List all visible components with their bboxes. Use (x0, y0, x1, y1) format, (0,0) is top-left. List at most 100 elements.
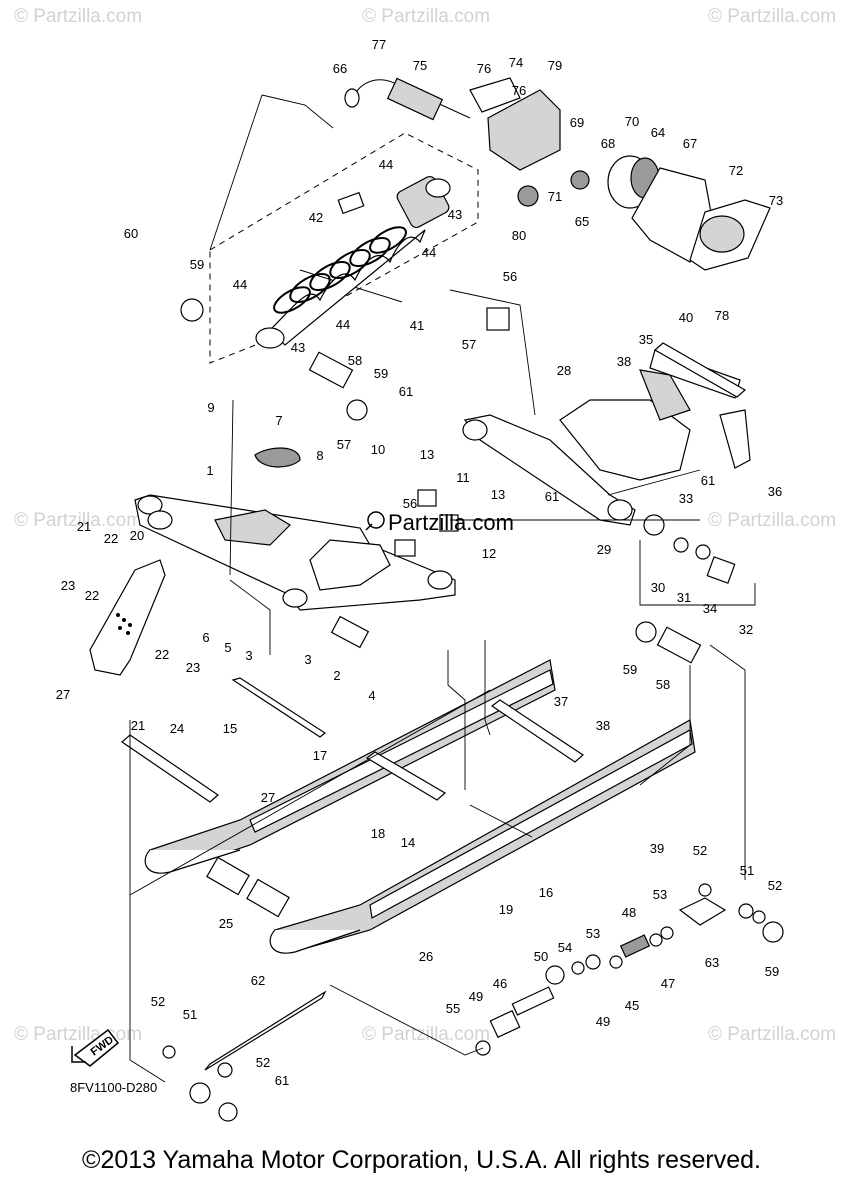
callout-label: 67 (683, 136, 697, 151)
copyright-text: ©2013 Yamaha Motor Corporation, U.S.A. A… (82, 1146, 761, 1174)
callout-label: 16 (539, 885, 553, 900)
callout-label: 31 (677, 590, 691, 605)
shafts (121, 298, 784, 1122)
callout-label: 61 (701, 473, 715, 488)
callout-label: 27 (56, 687, 70, 702)
watermark: © Partzilla.com (708, 1024, 836, 1045)
callout-label: 71 (548, 189, 562, 204)
callout-labels: 1 2 3 3 4 5 6 7 8 9 10 11 12 13 13 14 15… (56, 37, 783, 1088)
callout-label: 13 (491, 487, 505, 502)
callout-label: 34 (703, 601, 717, 616)
watermark: © Partzilla.com (362, 6, 490, 27)
callout-label: 22 (85, 588, 99, 603)
link-plate (89, 559, 166, 676)
callout-label: 51 (740, 863, 754, 878)
callout-label: 26 (419, 949, 433, 964)
callout-label: 24 (170, 721, 184, 736)
callout-label: 21 (131, 718, 145, 733)
callout-label: 22 (155, 647, 169, 662)
callout-label: 18 (371, 826, 385, 841)
shock-absorber (209, 77, 771, 364)
callout-label: 48 (622, 905, 636, 920)
callout-label: 23 (61, 578, 75, 593)
callout-label: 27 (261, 790, 275, 805)
callout-label: 4 (368, 688, 375, 703)
callout-label: 40 (679, 310, 693, 325)
callout-label: 39 (650, 841, 664, 856)
callout-label: 35 (639, 332, 653, 347)
watermark: © Partzilla.com (708, 510, 836, 531)
callout-label: 19 (499, 902, 513, 917)
callout-label: 29 (597, 542, 611, 557)
watermark: © Partzilla.com (708, 6, 836, 27)
callout-label: 59 (623, 662, 637, 677)
callout-label: 13 (420, 447, 434, 462)
callout-label: 11 (456, 470, 470, 485)
callout-label: 52 (768, 878, 782, 893)
callout-label: 58 (656, 677, 670, 692)
callout-label: 15 (223, 721, 237, 736)
callout-label: 28 (557, 363, 571, 378)
callout-label: 45 (625, 998, 639, 1013)
callout-label: 63 (705, 955, 719, 970)
callout-label: 38 (617, 354, 631, 369)
callout-label: 61 (275, 1073, 289, 1088)
leader-lines (129, 94, 756, 1083)
callout-label: 33 (679, 491, 693, 506)
callout-label: 76 (512, 83, 526, 98)
site-label: Partzilla.com (365, 510, 514, 535)
callout-label: 44 (336, 317, 350, 332)
callout-label: 7 (275, 413, 282, 428)
callout-label: 59 (190, 257, 204, 272)
callout-label: 62 (251, 973, 265, 988)
callout-label: 55 (446, 1001, 460, 1016)
callout-label: 44 (422, 245, 436, 260)
callout-label: 59 (765, 964, 779, 979)
callout-label: 25 (219, 916, 233, 931)
callout-label: 43 (448, 207, 462, 222)
callout-label: 1 (206, 463, 213, 478)
callout-label: 50 (534, 949, 548, 964)
callout-label: 36 (768, 484, 782, 499)
callout-label: 75 (413, 58, 427, 73)
callout-label: 2 (333, 668, 340, 683)
callout-label: 41 (410, 318, 424, 333)
callout-label: 65 (575, 214, 589, 229)
callout-label: 3 (304, 652, 311, 667)
callout-label: 21 (77, 519, 91, 534)
callout-label: 80 (512, 228, 526, 243)
callout-label: 72 (729, 163, 743, 178)
callout-label: 22 (104, 531, 118, 546)
callout-label: 44 (233, 277, 247, 292)
callout-label: 14 (401, 835, 415, 850)
callout-label: 69 (570, 115, 584, 130)
callout-label: 43 (291, 340, 305, 355)
callout-label: 79 (548, 58, 562, 73)
callout-label: 20 (130, 528, 144, 543)
callout-label: 32 (739, 622, 753, 637)
callout-label: 42 (309, 210, 323, 225)
callout-label: 74 (509, 55, 523, 70)
axle-parts (162, 883, 766, 1078)
callout-label: 78 (715, 308, 729, 323)
callout-label: 8 (316, 448, 323, 463)
callout-label: 53 (586, 926, 600, 941)
callout-label: 56 (403, 496, 417, 511)
callout-label: 5 (224, 640, 231, 655)
callout-label: 3 (245, 648, 252, 663)
callout-label: 12 (482, 546, 496, 561)
callout-label: 64 (651, 125, 665, 140)
callout-label: 53 (653, 887, 667, 902)
callout-label: 70 (625, 114, 639, 129)
callout-label: 52 (693, 843, 707, 858)
callout-label: 61 (545, 489, 559, 504)
callout-label: 76 (477, 61, 491, 76)
watermark: © Partzilla.com (14, 1024, 142, 1045)
callout-label: 61 (399, 384, 413, 399)
callout-label: 6 (202, 630, 209, 645)
callout-label: 47 (661, 976, 675, 991)
callout-label: 9 (207, 400, 214, 415)
callout-label: 10 (371, 442, 385, 457)
callout-label: 37 (554, 694, 568, 709)
callout-label: 54 (558, 940, 572, 955)
